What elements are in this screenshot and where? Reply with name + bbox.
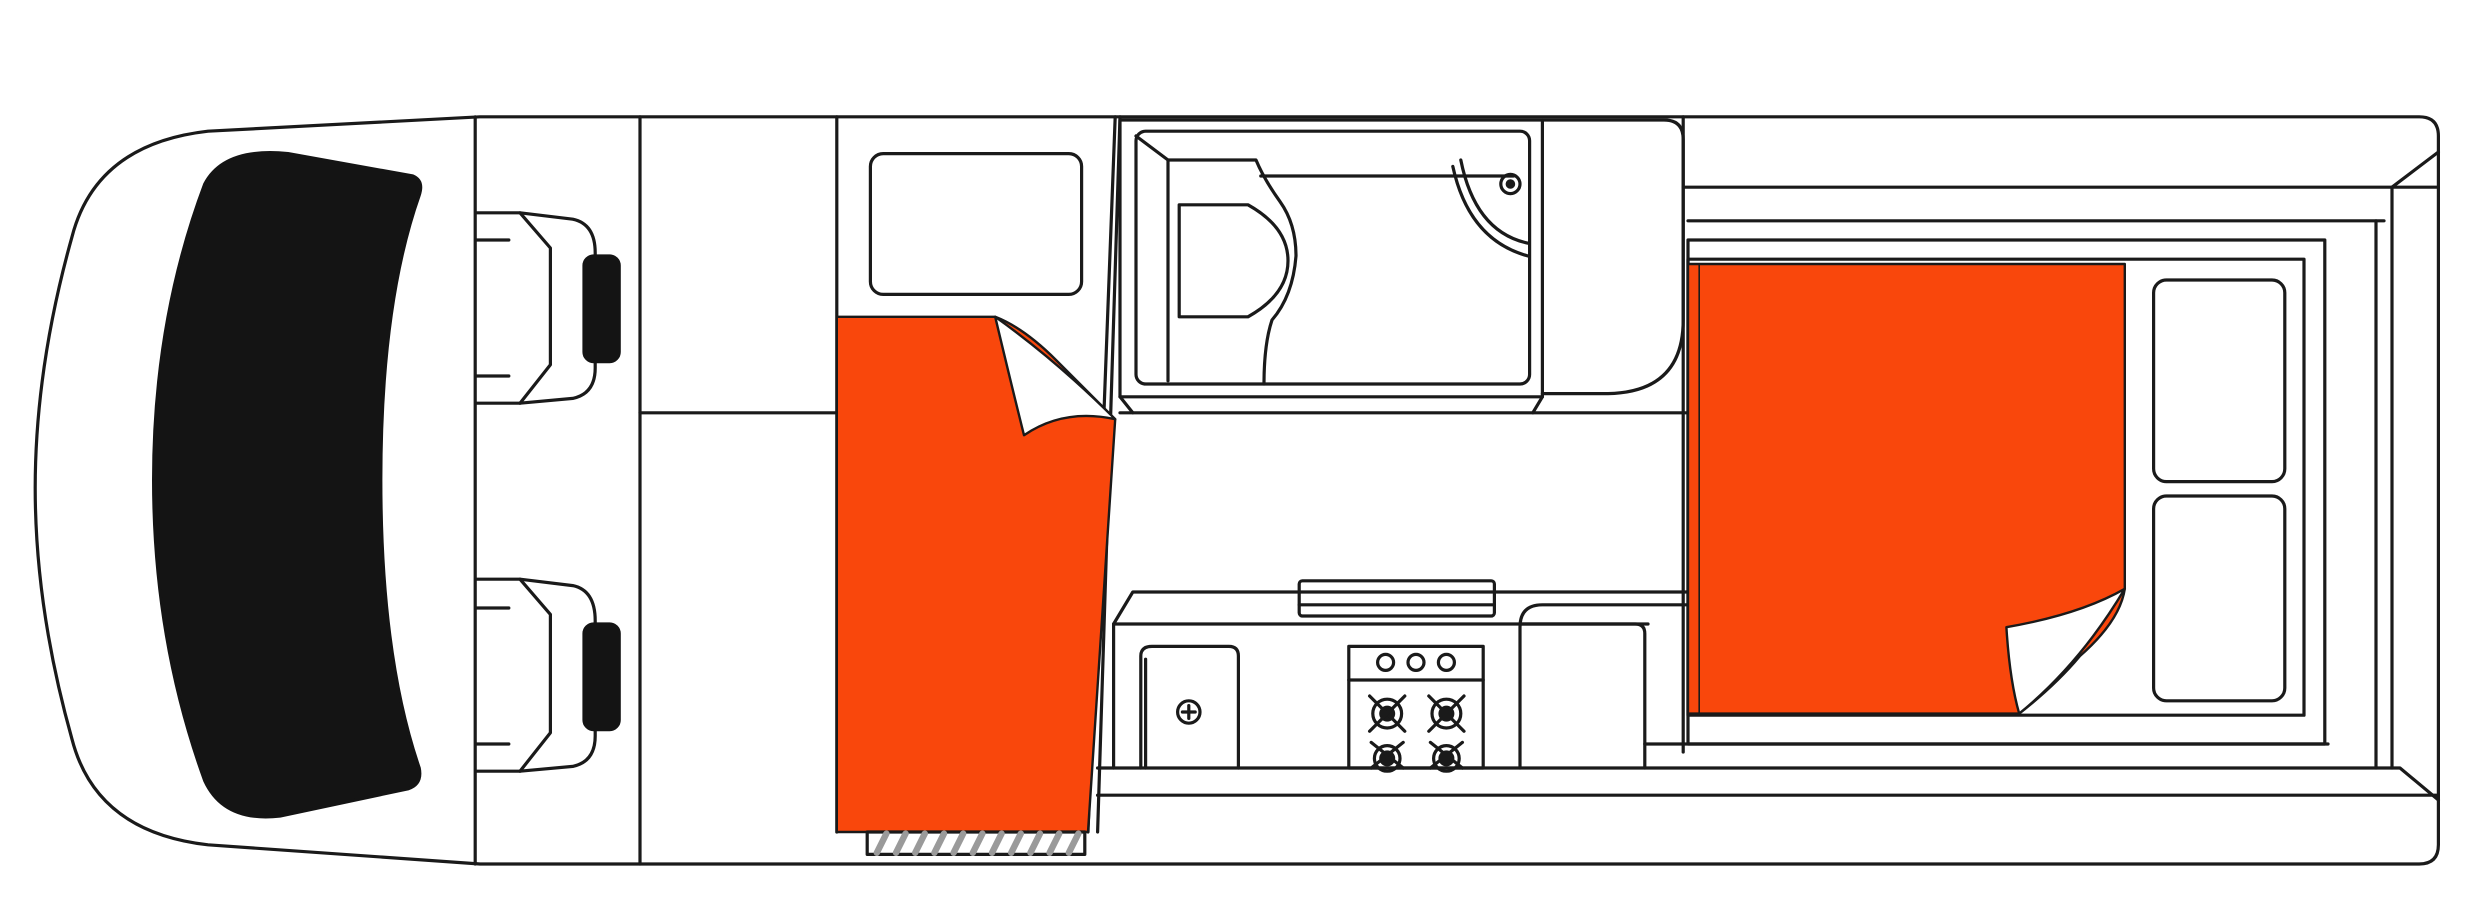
stove-icon (1347, 644, 1485, 773)
dinette-window (868, 152, 1084, 296)
floor-baseline (1096, 766, 2440, 802)
sink-icon (1139, 644, 1240, 770)
shower-drain-icon (1499, 172, 1522, 196)
rear-bed-fold (2005, 587, 2126, 715)
windscreen-icon (152, 151, 423, 819)
passenger-seat-icon (475, 577, 621, 773)
fridge-cabinet (1518, 603, 1690, 770)
bed-cushion (2152, 278, 2287, 484)
side-bed-fold (994, 315, 1117, 437)
entry-step-icon (865, 830, 1087, 857)
wardrobe-cabinet (1540, 118, 1685, 396)
toilet-icon (1177, 203, 1290, 319)
van-body-outline (33, 115, 2440, 866)
burner-icon (1368, 694, 1407, 733)
kitchen-counter (1112, 579, 2330, 773)
cutting-board (1297, 579, 1497, 618)
bed-cushion (2152, 494, 2287, 703)
driver-seat-icon (475, 211, 621, 405)
rear-bed-frame (1681, 150, 2440, 770)
bathroom-icon (1118, 118, 1690, 415)
burner-icon (1369, 740, 1405, 773)
burner-icon (1427, 694, 1466, 733)
burner-icon (1428, 740, 1464, 773)
